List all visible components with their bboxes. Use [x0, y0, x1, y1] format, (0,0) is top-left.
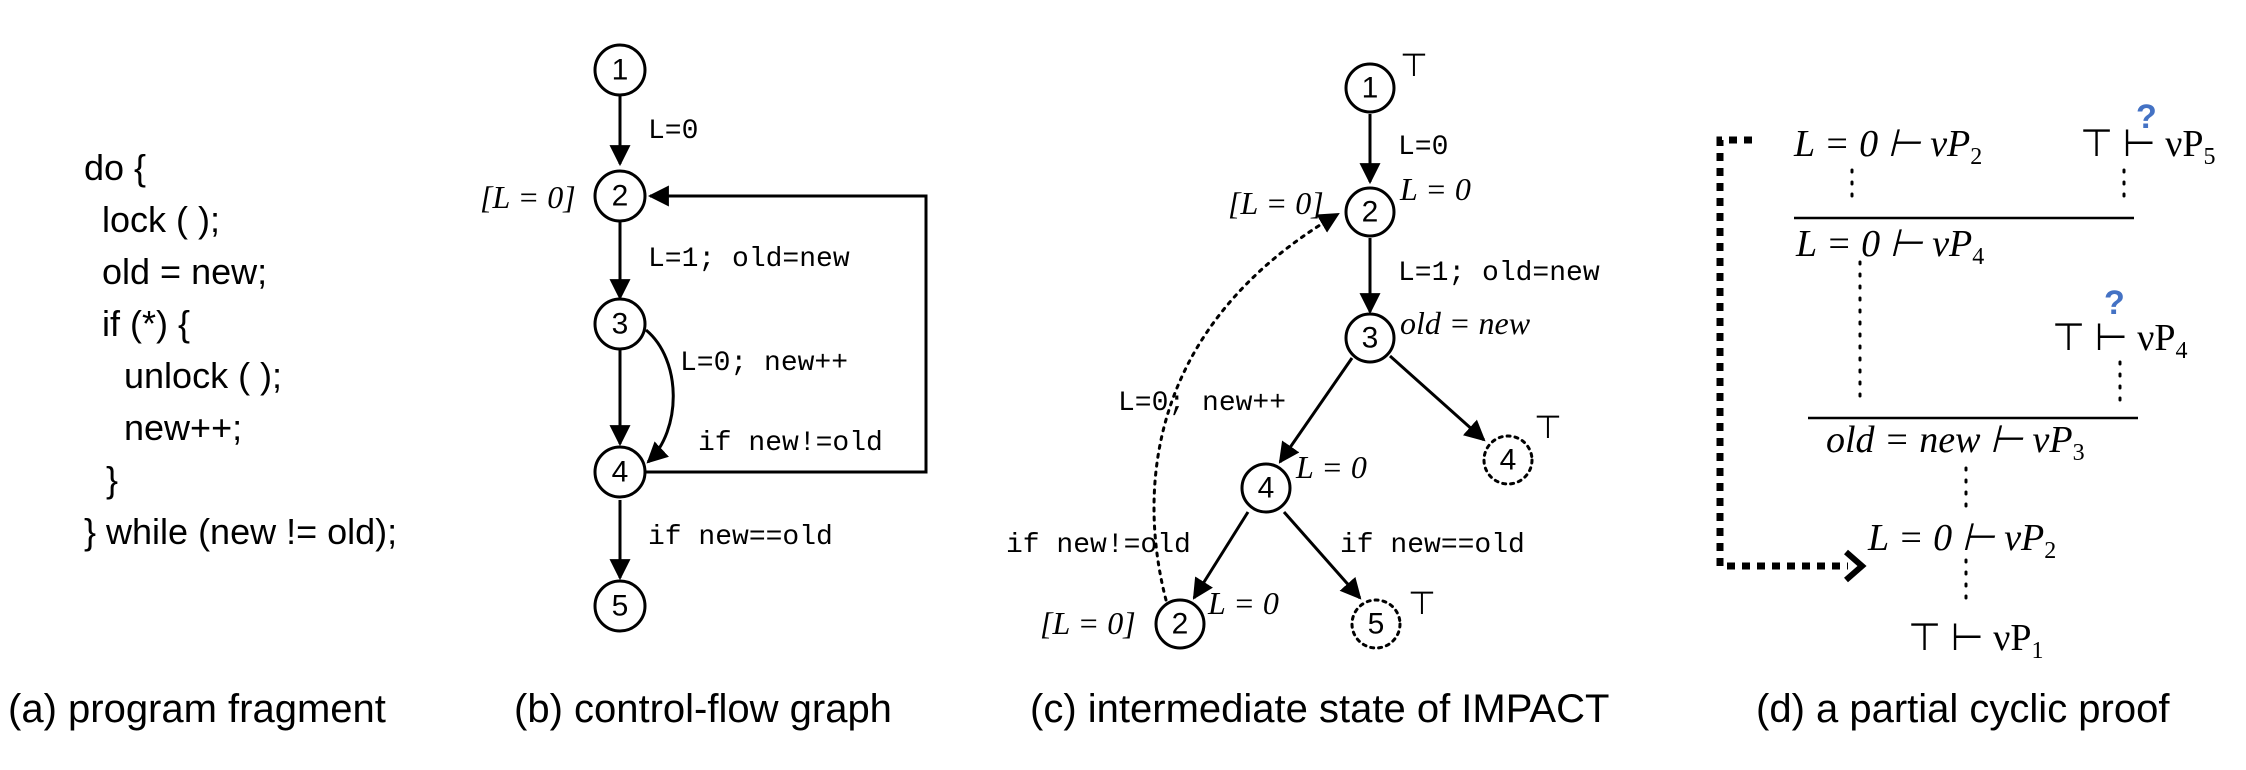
cfg-node-4	[593, 445, 647, 499]
impact-node-1-label: 1	[1362, 72, 1379, 105]
impact-edge-4-2b	[1192, 511, 1250, 600]
code-line-1: do {	[84, 147, 146, 188]
impact-node-4-annotation: L = 0	[1295, 449, 1367, 485]
caption-a: (a) program fragment	[8, 687, 386, 731]
caption-b: (b) control-flow graph	[514, 687, 892, 731]
code-line-7: }	[106, 459, 118, 500]
proof-backlink-arrowhead	[1844, 549, 1867, 583]
impact-node-2-annotation: L = 0	[1399, 171, 1471, 207]
cfg-node-5-label: 5	[612, 590, 629, 623]
impact-node-1	[1344, 62, 1396, 114]
impact-node-4b-label: 4	[1500, 444, 1517, 477]
impact-edge-4-5	[1282, 511, 1362, 600]
impact-labels: 1 2 3 4 4 2 5 ⊤ L = 0 [L = 0] old = new …	[1006, 47, 1600, 641]
proof-mid-right: ⊤ ⊢ νP4	[2052, 317, 2188, 364]
impact-node-5	[1350, 598, 1402, 650]
impact-node-4b-annotation: ⊤	[1534, 409, 1562, 445]
impact-node-1-annotation: ⊤	[1400, 47, 1428, 83]
code-line-6: new++;	[124, 407, 242, 448]
impact-tree	[1152, 62, 1534, 650]
proof-top-left: L = 0 ⊢ νP2	[1793, 123, 1982, 170]
proof-bottom: ⊤ ⊢ νP1	[1908, 617, 2044, 664]
impact-edge-3-4b	[1389, 354, 1486, 442]
impact-node-2b-covered: [L = 0]	[1040, 605, 1136, 641]
cfg-node-3	[593, 297, 647, 351]
program-fragment: do { lock ( ); old = new; if (*) { unloc…	[84, 147, 397, 552]
code-line-5: unlock ( );	[124, 355, 282, 396]
impact-node-4-label: 4	[1258, 472, 1275, 505]
cfg-node-2	[593, 169, 647, 223]
code-line-2: lock ( );	[102, 199, 220, 240]
impact-node-2b-label: 2	[1172, 608, 1189, 641]
impact-node-2-covering: [L = 0]	[1228, 185, 1324, 221]
proof-line2: old = new ⊢ νP3	[1826, 419, 2085, 466]
impact-node-2b	[1154, 598, 1206, 650]
impact-edge-2-3-label: L=1; old=new	[1398, 258, 1600, 289]
captions: (a) program fragment (b) control-flow gr…	[8, 687, 2170, 731]
cyclic-proof	[1716, 136, 2138, 604]
impact-node-3-annotation: old = new	[1400, 305, 1531, 341]
impact-node-2b-annotation: L = 0	[1207, 585, 1279, 621]
cfg-edge-1-2-label: L=0	[648, 116, 698, 147]
cfg-edge-2-3-label: L=1; old=new	[648, 244, 850, 275]
cfg-edge-4-2-label: if new!=old	[698, 428, 883, 459]
caption-c: (c) intermediate state of IMPACT	[1030, 687, 1609, 731]
proof-top-right: ⊤ ⊢ νP5	[2080, 123, 2216, 170]
impact-node-5-label: 5	[1368, 608, 1385, 641]
code-line-8: } while (new != old);	[84, 511, 397, 552]
code-line-4: if (*) {	[102, 303, 190, 344]
impact-node-4	[1240, 462, 1292, 514]
impact-node-3-label: 3	[1362, 322, 1379, 355]
cfg-node-1-label: 1	[612, 54, 629, 87]
cfg-node-2-label: 2	[612, 180, 629, 213]
cfg-node-2-annotation: [L = 0]	[480, 179, 576, 215]
impact-edge-1-2-label: L=0	[1398, 132, 1448, 163]
caption-d: (d) a partial cyclic proof	[1756, 687, 2170, 731]
impact-covering-edge	[1152, 212, 1340, 602]
proof-question-mark-1: ?	[2136, 98, 2157, 136]
control-flow-graph	[593, 43, 928, 633]
cfg-edge-4-5-label: if new==old	[648, 522, 833, 553]
impact-edge-3-4-label: L=0; new++	[1118, 388, 1286, 419]
cfg-node-5	[593, 579, 647, 633]
cfg-node-labels: 1 2 3 4 5 [L = 0] L=0 L=1; old=new L=0; …	[480, 54, 883, 623]
impact-edge-3-4	[1278, 357, 1354, 464]
impact-node-2-label: 2	[1362, 196, 1379, 229]
proof-question-mark-2: ?	[2104, 284, 2125, 322]
cfg-node-1	[593, 43, 647, 97]
proof-backlink	[1716, 136, 1848, 570]
cfg-edge-3-4-label: L=0; new++	[680, 348, 848, 379]
code-line-3: old = new;	[102, 251, 267, 292]
cfg-node-3-label: 3	[612, 308, 629, 341]
proof-sequents: L = 0 ⊢ νP2 ⊤ ⊢ νP5 ? L = 0 ⊢ νP4 ⊤ ⊢ νP…	[1793, 98, 2216, 664]
impact-node-2	[1344, 186, 1396, 238]
impact-edge-4-5-label: if new==old	[1340, 530, 1525, 561]
impact-node-3	[1344, 312, 1396, 364]
proof-line3: L = 0 ⊢ νP2	[1867, 517, 2056, 564]
impact-edge-4-2b-label: if new!=old	[1006, 530, 1191, 561]
proof-line1: L = 0 ⊢ νP4	[1795, 223, 1984, 270]
cfg-edge-3-4-curved	[645, 328, 675, 464]
impact-node-5-annotation: ⊤	[1408, 585, 1436, 621]
cfg-edge-4-2-back	[646, 185, 928, 474]
impact-node-4b	[1482, 434, 1534, 486]
cfg-node-4-label: 4	[612, 456, 629, 489]
